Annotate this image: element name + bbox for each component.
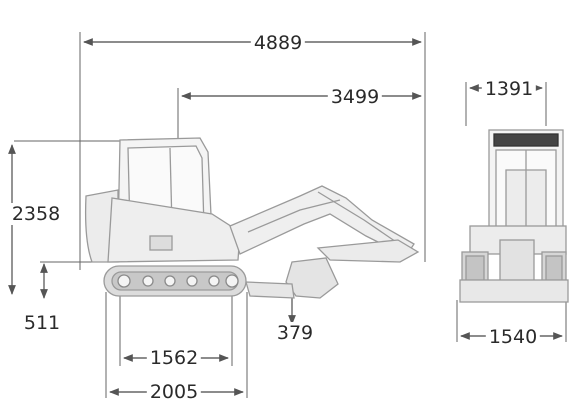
digging-depth-label: 379	[273, 322, 317, 344]
overall-length-label: 4889	[250, 32, 306, 54]
boom-reach-label: 3499	[327, 86, 383, 108]
track-width-label: 1540	[485, 326, 541, 348]
excavator-side-view	[84, 137, 420, 299]
undercarriage-length-label: 2005	[146, 381, 202, 403]
cab-width-label: 1391	[481, 78, 537, 100]
ground-clearance-label: 511	[20, 312, 64, 334]
track-length-label: 1562	[146, 347, 202, 369]
dimension-lines	[8, 32, 567, 398]
excavator-front-view	[459, 129, 569, 303]
overall-height-label: 2358	[8, 203, 64, 225]
